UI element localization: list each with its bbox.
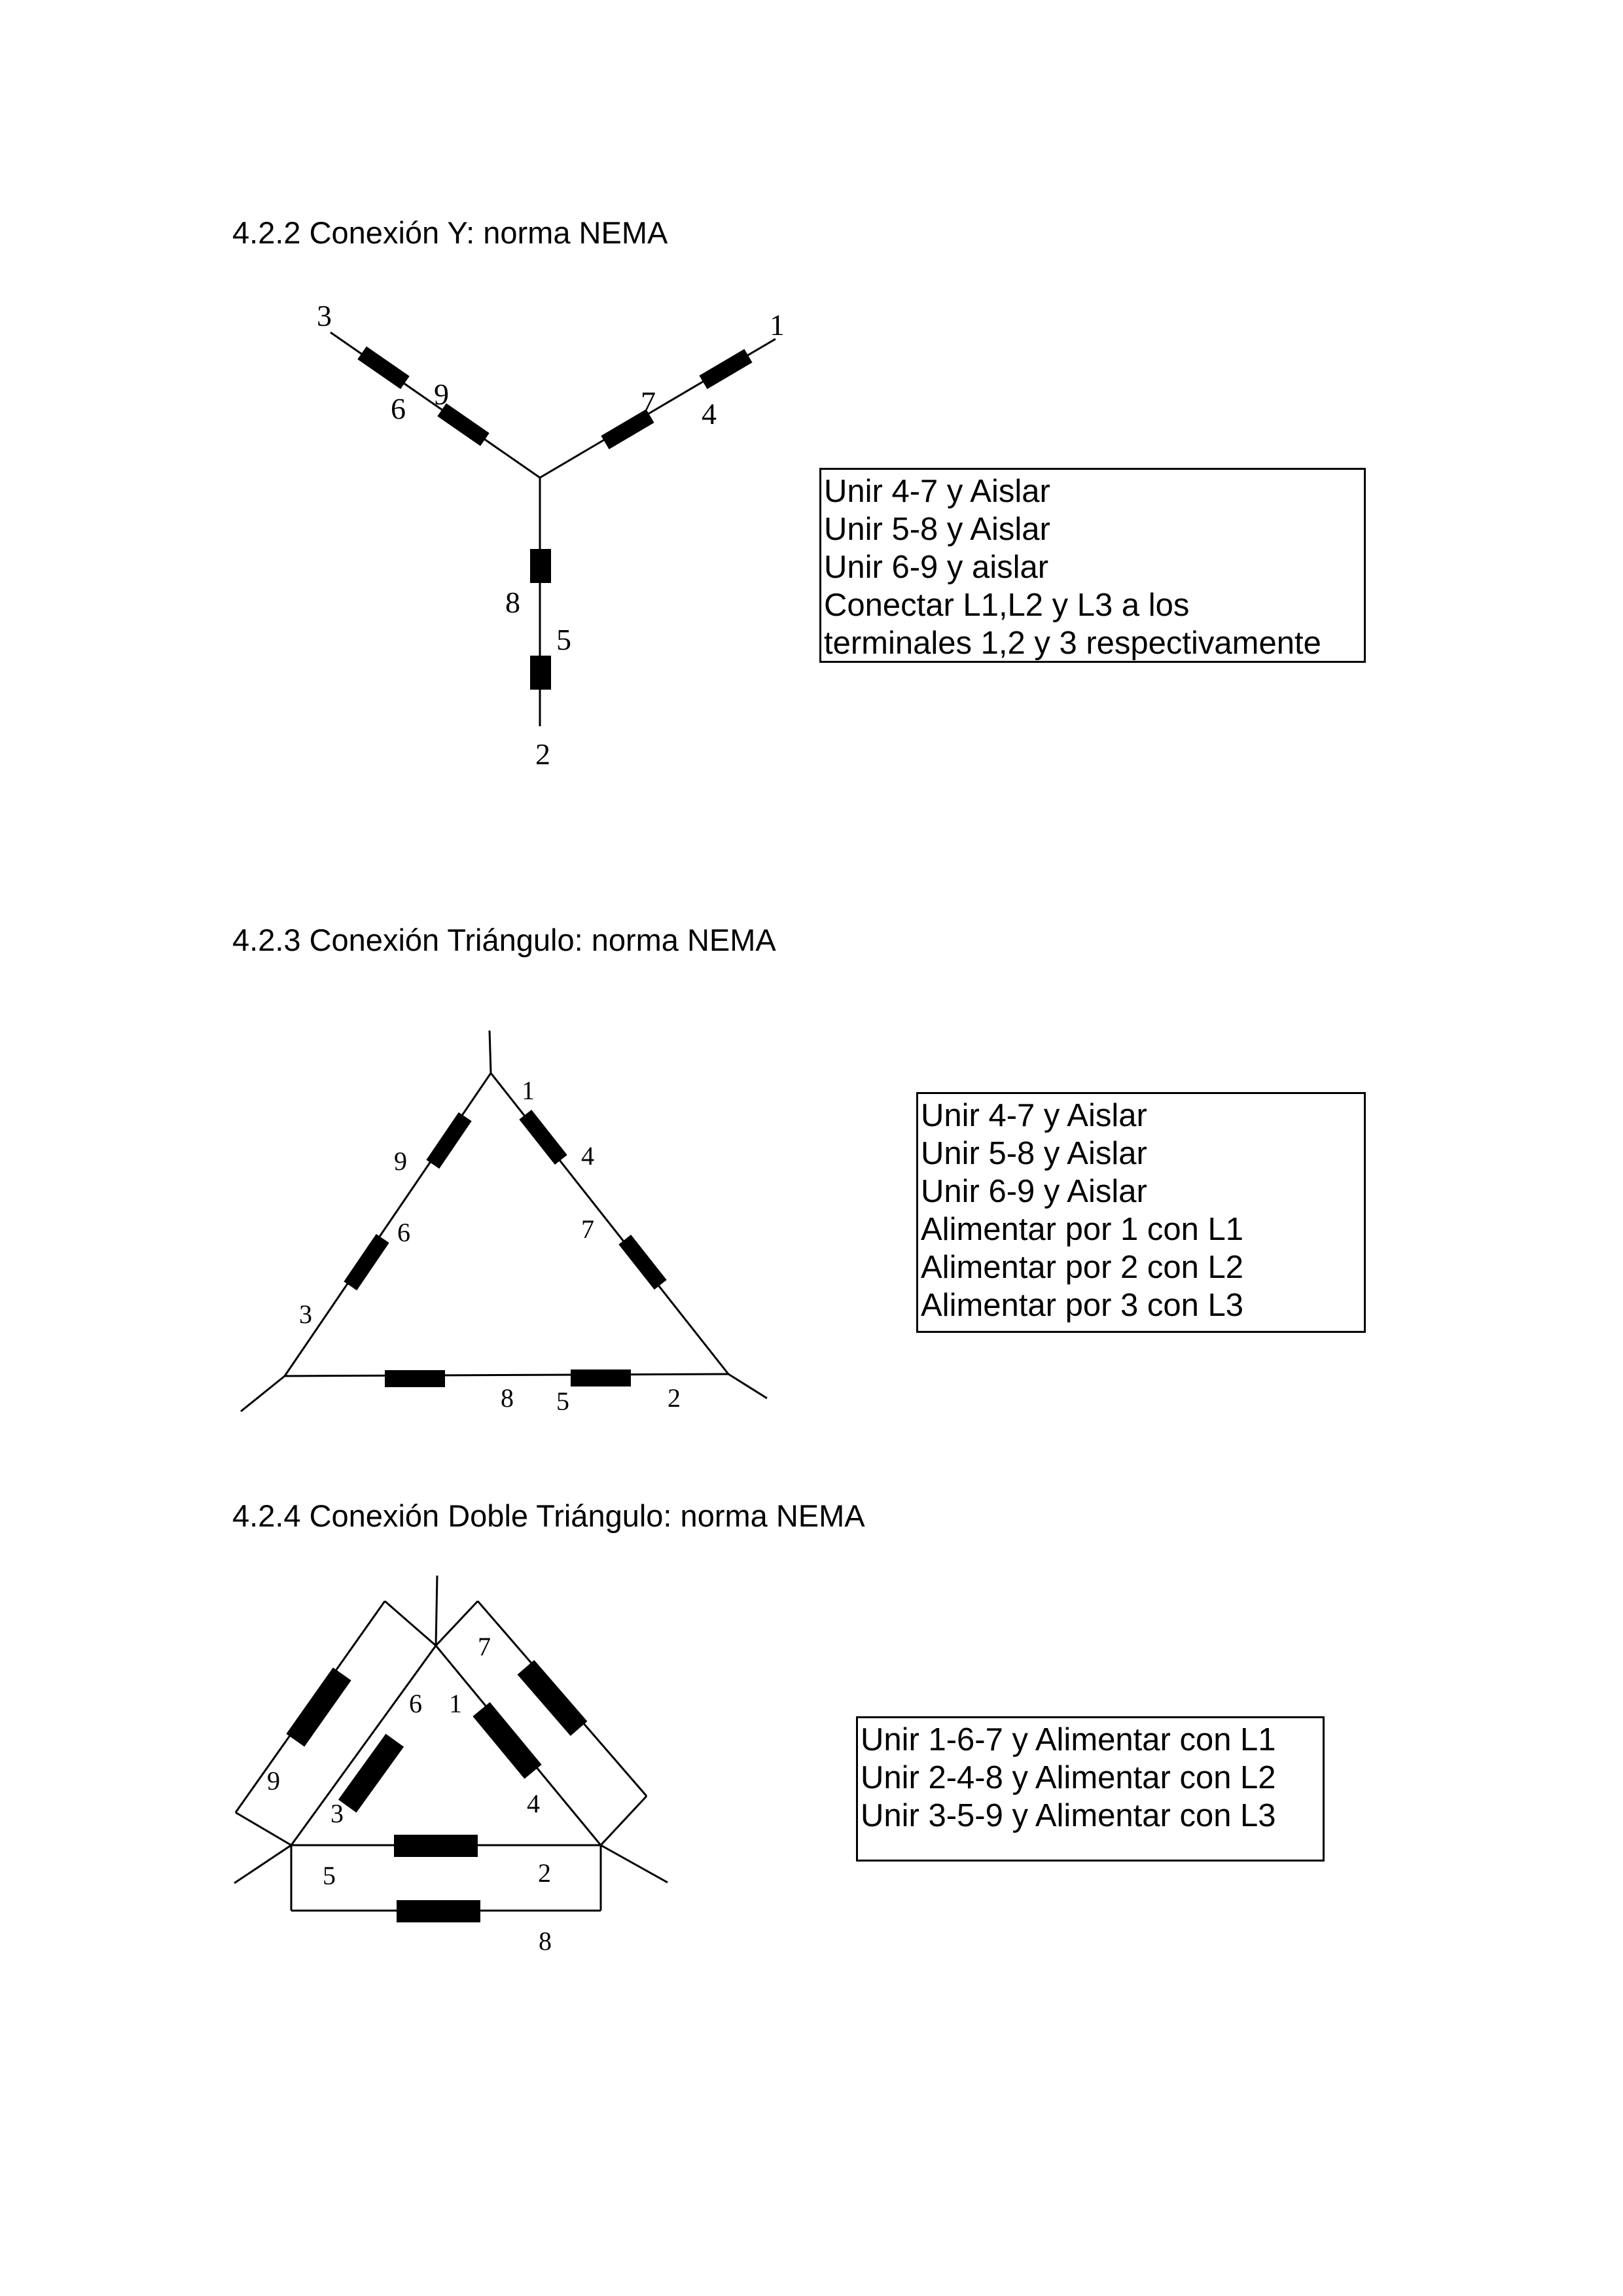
double-delta-terminal-8: 8 [539, 1926, 552, 1956]
delta-terminal-3: 3 [299, 1299, 312, 1329]
delta-heading: 4.2.3 Conexión Triángulo: norma NEMA [232, 923, 776, 957]
wye-winding-7 [601, 409, 654, 450]
double-delta-terminal-3: 3 [330, 1799, 344, 1828]
wye-terminal-8: 8 [505, 586, 520, 619]
wye-instruction-line: Conectar L1,L2 y L3 a los [824, 588, 1190, 623]
double-delta-outer-left-bottom [235, 1811, 292, 1846]
wye-terminal-2: 2 [535, 737, 550, 771]
double-delta-winding-5-2 [394, 1835, 478, 1857]
double-delta-inner-left [290, 1645, 437, 1846]
wye-terminal-4: 4 [702, 397, 717, 431]
double-delta-instruction-line: Unir 3-5-9 y Alimentar con L3 [861, 1798, 1276, 1833]
wye-instruction-line: Unir 6-9 y aislar [824, 550, 1049, 585]
wye-instruction-line: Unir 5-8 y Aislar [824, 512, 1050, 547]
delta-instruction-line: Unir 4-7 y Aislar [921, 1098, 1147, 1133]
double-delta-winding-7 [517, 1660, 588, 1736]
delta-winding-7 [618, 1235, 667, 1290]
delta-terminal-2: 2 [668, 1383, 681, 1413]
wye-winding-1-4 [699, 349, 753, 389]
wye-terminal-3: 3 [317, 299, 332, 332]
wye-winding-9 [437, 403, 490, 446]
delta-terminal-5: 5 [556, 1386, 569, 1416]
double-delta-winding-1-4 [473, 1702, 542, 1779]
delta-instructions-box: Unir 4-7 y Aislar Unir 5-8 y Aislar Unir… [916, 1092, 1366, 1333]
delta-instruction-line: Alimentar por 3 con L3 [921, 1288, 1243, 1323]
wye-instruction-line: terminales 1,2 y 3 respectivamente [824, 626, 1321, 661]
delta-winding-6 [344, 1233, 389, 1291]
double-delta-terminal-9: 9 [267, 1766, 280, 1795]
wye-terminal-6: 6 [391, 392, 406, 425]
delta-terminal-4: 4 [581, 1141, 594, 1171]
wye-instructions-box: Unir 4-7 y Aislar Unir 5-8 y Aislar Unir… [819, 468, 1366, 663]
delta-terminal-9: 9 [394, 1146, 407, 1176]
wye-terminal-9: 9 [434, 378, 449, 411]
wye-winding-3-6 [357, 346, 410, 389]
wye-winding-8 [530, 549, 551, 583]
delta-terminal-6: 6 [397, 1218, 410, 1247]
double-delta-terminal-4: 4 [527, 1789, 540, 1818]
wye-terminal-7: 7 [641, 385, 656, 419]
delta-winding-1-4 [519, 1110, 567, 1165]
delta-instruction-line: Alimentar por 2 con L2 [921, 1250, 1243, 1285]
double-delta-heading: 4.2.4 Conexión Doble Triángulo: norma NE… [232, 1498, 865, 1533]
wye-terminal-5: 5 [556, 623, 571, 656]
double-delta-instruction-line: Unir 2-4-8 y Alimentar con L2 [861, 1760, 1276, 1795]
delta-terminal-8: 8 [501, 1383, 514, 1413]
double-delta-outer-right-top [435, 1600, 479, 1647]
delta-instruction-line: Unir 5-8 y Aislar [921, 1136, 1147, 1171]
double-delta-outer-right-bottom [599, 1795, 648, 1846]
delta-terminal-7: 7 [581, 1214, 594, 1244]
wye-instruction-line: Unir 4-7 y Aislar [824, 474, 1050, 509]
double-delta-terminal-2: 2 [538, 1858, 551, 1888]
delta-lead-top [488, 1030, 492, 1074]
delta-instruction-line: Unir 6-9 y Aislar [921, 1174, 1147, 1209]
double-delta-winding-3-6 [338, 1733, 404, 1813]
wye-heading: 4.2.2 Conexión Y: norma NEMA [232, 215, 668, 250]
delta-lead-right [728, 1373, 768, 1400]
double-delta-terminal-1: 1 [449, 1689, 462, 1718]
double-delta-terminal-6: 6 [409, 1689, 422, 1718]
delta-terminal-1: 1 [522, 1076, 535, 1105]
delta-winding-8 [385, 1370, 445, 1387]
double-delta-terminal-5: 5 [323, 1861, 336, 1890]
double-delta-terminal-7: 7 [478, 1632, 491, 1661]
delta-lead-left [240, 1375, 285, 1413]
delta-instruction-line: Alimentar por 1 con L1 [921, 1212, 1243, 1247]
delta-winding-9 [426, 1112, 472, 1169]
double-delta-outer-left-top [384, 1600, 437, 1647]
double-delta-lead-right [600, 1844, 668, 1884]
double-delta-instruction-line: Unir 1-6-7 y Alimentar con L1 [861, 1722, 1276, 1757]
delta-side-bottom [284, 1373, 729, 1377]
double-delta-lead-top [435, 1575, 438, 1646]
delta-winding-5 [571, 1369, 631, 1386]
wye-winding-5-2 [530, 656, 551, 690]
double-delta-winding-8 [397, 1900, 480, 1922]
double-delta-instructions-box: Unir 1-6-7 y Alimentar con L1 Unir 2-4-8… [856, 1716, 1325, 1862]
wye-terminal-1: 1 [770, 308, 785, 342]
double-delta-winding-9 [286, 1667, 351, 1747]
double-delta-lead-left [234, 1844, 292, 1884]
